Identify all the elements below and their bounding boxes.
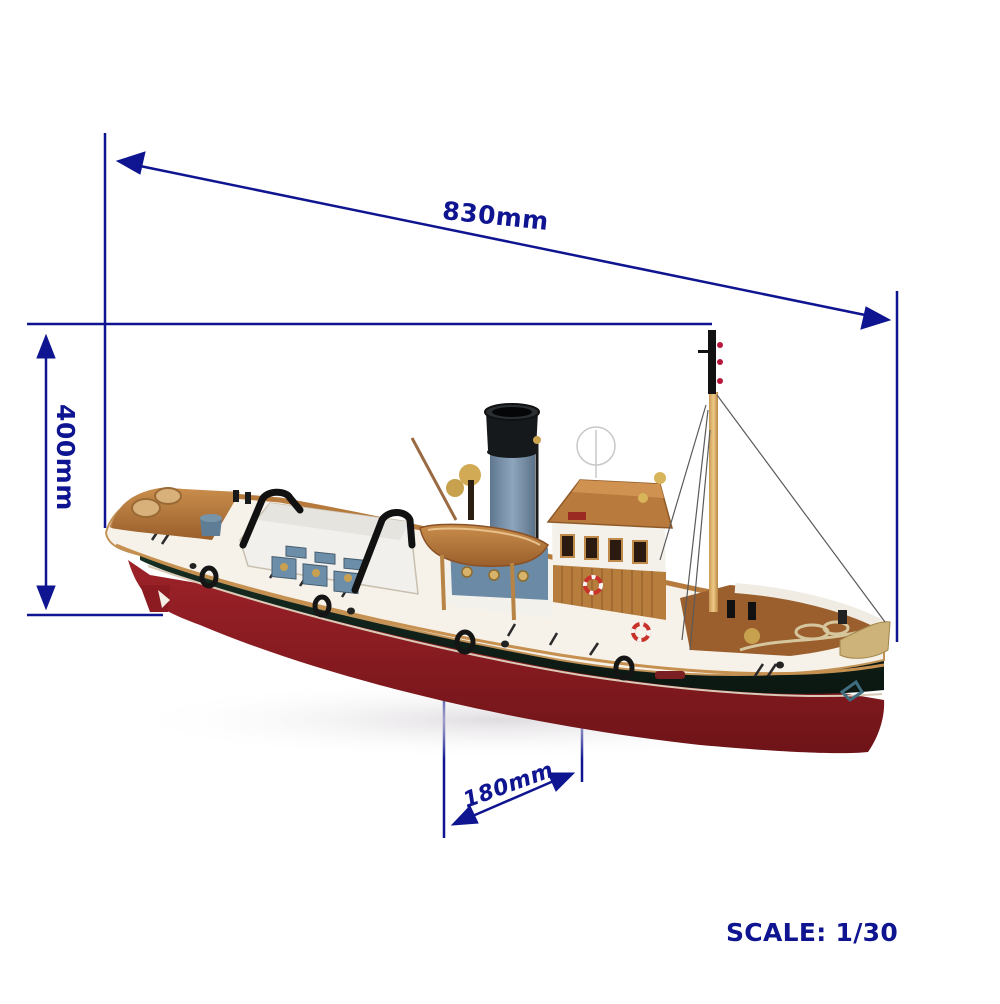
- dimension-lines: [27, 133, 899, 838]
- capstan: [200, 518, 222, 536]
- bow-bitt: [838, 610, 847, 624]
- searchlight: [638, 493, 648, 503]
- ventilator: [446, 479, 464, 497]
- rub-rail: [115, 543, 885, 676]
- rudder-mark: [158, 590, 170, 608]
- scale-label: SCALE: 1/30: [726, 918, 899, 947]
- roof-box: [568, 512, 586, 520]
- bitt: [748, 602, 756, 620]
- height-arrow-down-icon: [36, 585, 56, 611]
- mast-top: [708, 330, 716, 394]
- nameplate: [655, 671, 685, 679]
- searchlight: [654, 472, 666, 484]
- hull-portholes: [189, 563, 784, 669]
- skylight-hatches: [271, 545, 365, 595]
- casing-portholes: [461, 566, 529, 582]
- height-dimension-label: 400mm: [51, 404, 80, 511]
- wheelhouse-windows: [560, 534, 648, 564]
- length-arrow-left-icon: [115, 151, 146, 175]
- windlass: [744, 628, 760, 644]
- stern-hatch-1: [131, 498, 161, 518]
- bow-fender: [839, 621, 891, 659]
- davit: [440, 554, 446, 611]
- davit: [510, 562, 516, 621]
- height-arrow-up-icon: [36, 333, 56, 359]
- length-arrow-right-icon: [860, 306, 892, 330]
- stern-hatch-2: [154, 487, 182, 505]
- ventilator: [459, 464, 481, 486]
- towing-arch-2: [351, 509, 416, 594]
- beam-arrow-left-icon: [450, 805, 479, 826]
- beam-arrow-right-icon: [547, 772, 576, 792]
- towing-arch-1: [239, 488, 304, 549]
- bitt: [727, 600, 735, 618]
- hull-upper-green: [140, 545, 884, 694]
- tyre-fenders: [199, 565, 635, 681]
- derrick-boom: [410, 437, 458, 521]
- rigging: [659, 394, 886, 651]
- wheelhouse-lower-panel: [553, 565, 666, 620]
- mast-lights: [717, 342, 723, 384]
- bow-bulwark: [734, 583, 883, 629]
- bollard: [245, 492, 251, 504]
- bollard: [233, 490, 239, 502]
- waterline-stripe: [147, 565, 883, 697]
- anchor-icon: [839, 679, 865, 702]
- mast: [709, 392, 718, 612]
- funnel-top: [486, 412, 538, 450]
- beam-dimension-line: [467, 778, 557, 820]
- tugboat-model: [104, 330, 891, 760]
- length-dimension-line: [139, 164, 871, 318]
